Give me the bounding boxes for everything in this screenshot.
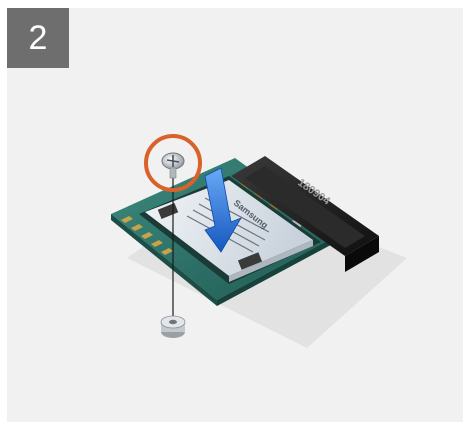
step-number-badge: 2 [7,8,69,68]
ssd-install-illustration: 180904 Samsung [7,8,463,422]
standoff-icon [161,316,185,338]
illustration-frame: 180904 Samsung [7,8,463,422]
step-number: 2 [29,19,48,58]
